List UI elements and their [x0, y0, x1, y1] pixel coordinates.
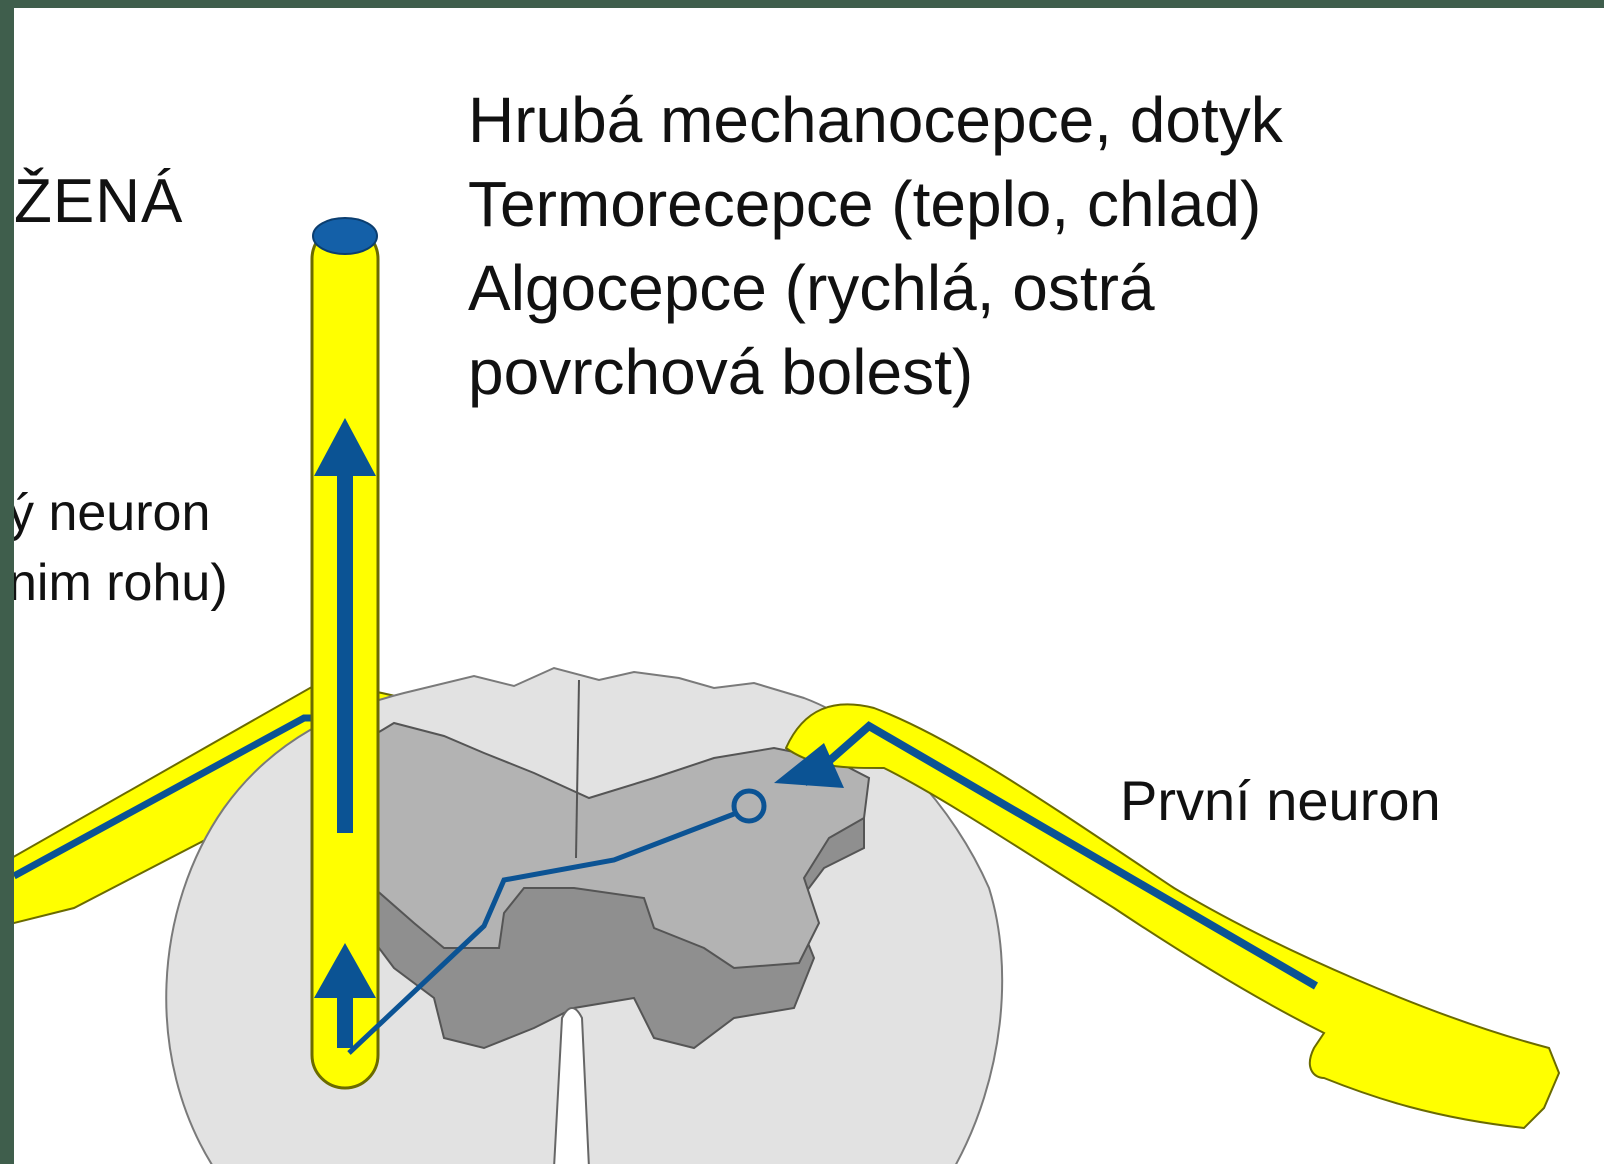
synapse-neuron-body	[734, 791, 764, 821]
modalities-list: Hrubá mechanocepce, dotyk Termorecepce (…	[468, 78, 1283, 414]
slide: ŽENÁ Hrubá mechanocepce, dotyk Termorece…	[14, 8, 1604, 1164]
second-neuron-line: nim rohu)	[14, 548, 228, 618]
second-neuron-line: ý neuron	[14, 478, 228, 548]
second-neuron-label: ý neuron nim rohu)	[14, 478, 228, 618]
ascending-tract-top-cap	[313, 218, 377, 254]
modality-line: Algocepce (rychlá, ostrá	[468, 246, 1283, 330]
modality-line: povrchová bolest)	[468, 330, 1283, 414]
title-fragment: ŽENÁ	[14, 166, 183, 237]
modality-line: Hrubá mechanocepce, dotyk	[468, 78, 1283, 162]
modality-line: Termorecepce (teplo, chlad)	[468, 162, 1283, 246]
first-neuron-label: První neuron	[1120, 768, 1441, 833]
